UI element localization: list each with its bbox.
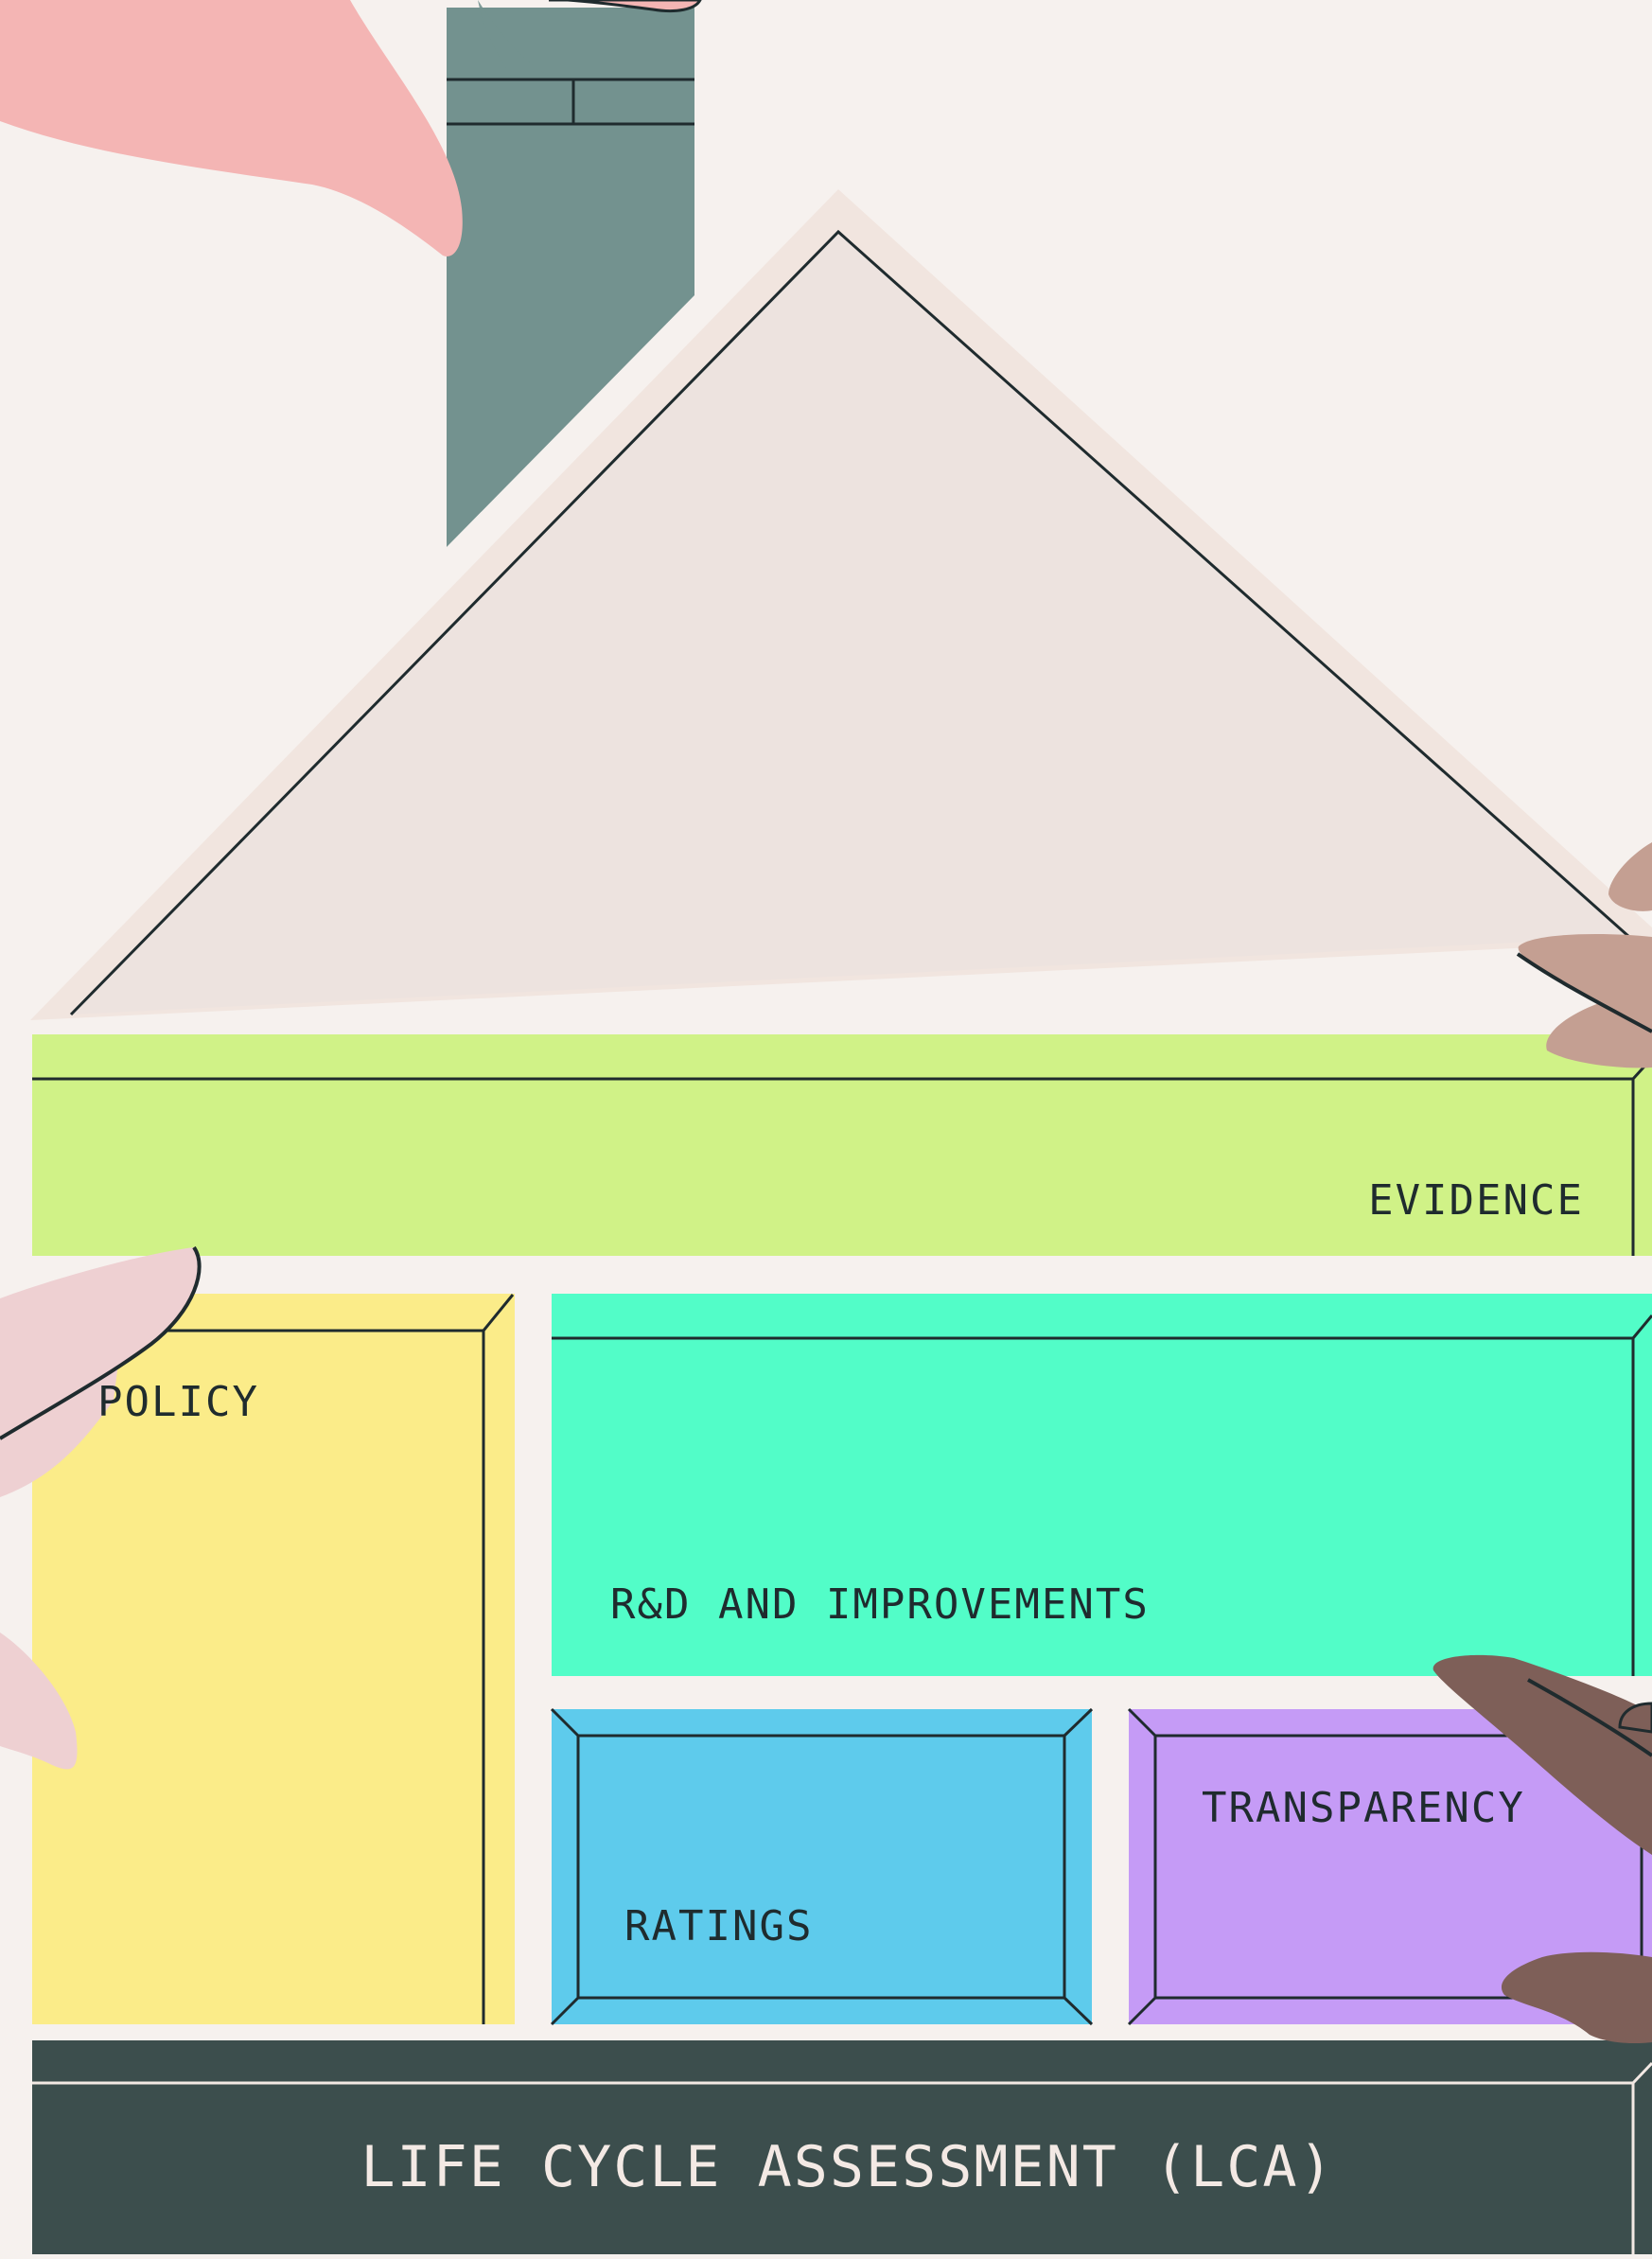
transparency-label: TRANSPARENCY <box>1202 1784 1525 1832</box>
ratings-label: RATINGS <box>624 1902 813 1950</box>
lca-label: LIFE CYCLE ASSESSMENT (LCA) <box>360 2134 1334 2200</box>
rd-label: R&D AND IMPROVEMENTS <box>610 1580 1150 1629</box>
evidence-label: EVIDENCE <box>1368 1176 1584 1225</box>
policy-label: POLICY <box>97 1378 259 1426</box>
ratings-block <box>552 1709 1092 2024</box>
